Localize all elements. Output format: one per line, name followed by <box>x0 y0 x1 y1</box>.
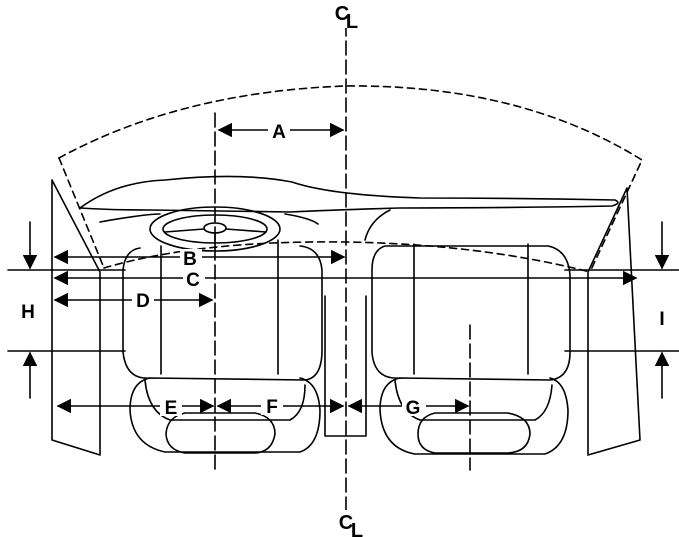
dashboard-lower-line <box>99 209 391 241</box>
label-c: C <box>186 270 200 291</box>
centerline-symbol-bottom-sub: L <box>351 520 363 537</box>
windshield-left-dashed <box>58 157 105 269</box>
right-seat <box>371 243 571 455</box>
label-a: A <box>272 122 286 143</box>
centerline-symbol-top-sub: L <box>346 11 358 33</box>
roof-outline-dashed <box>58 85 643 273</box>
label-h: H <box>21 302 35 323</box>
centerline-symbol-bottom: C <box>339 512 353 534</box>
left-door-pillar <box>51 179 101 456</box>
label-i: I <box>659 309 664 330</box>
centerline-symbol-top: C <box>335 3 349 25</box>
label-e: E <box>165 398 178 419</box>
left-seat <box>122 239 323 454</box>
label-b: B <box>183 249 197 270</box>
center-console <box>324 295 367 437</box>
label-g: G <box>406 398 421 419</box>
dashboard <box>79 175 619 213</box>
label-d: D <box>136 291 150 312</box>
right-door-pillar <box>587 187 641 456</box>
label-f: F <box>266 397 278 418</box>
